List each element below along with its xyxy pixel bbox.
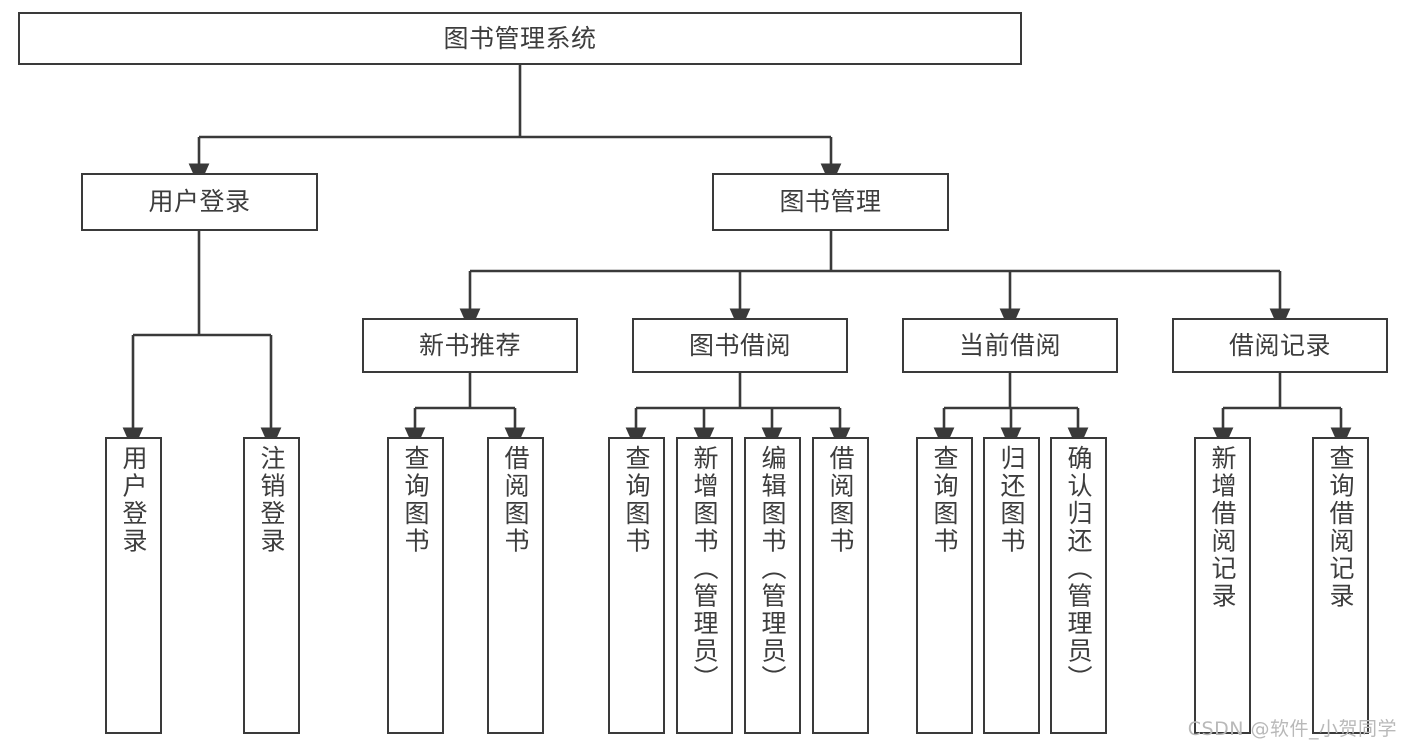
node-label: 注销登录 xyxy=(257,445,286,555)
node-label: 图书管理 xyxy=(779,187,882,216)
node-label: 查询图书 xyxy=(930,445,959,555)
node-root-system[interactable]: 图书管理系统 xyxy=(18,12,1022,65)
node-label: 用户登录 xyxy=(148,187,251,216)
node-new-book-recommend[interactable]: 新书推荐 xyxy=(362,318,578,373)
node-label: 借阅图书 xyxy=(826,445,855,555)
node-label: 图书借阅 xyxy=(688,330,791,360)
node-label: 查询图书 xyxy=(401,445,430,555)
leaf-user-login-logout[interactable]: 注销登录 xyxy=(243,437,300,734)
node-label: 用户登录 xyxy=(119,445,148,555)
node-label: 归还图书 xyxy=(997,445,1026,555)
node-book-borrow[interactable]: 图书借阅 xyxy=(632,318,848,373)
node-book-management[interactable]: 图书管理 xyxy=(712,173,949,231)
node-label: 图书管理系统 xyxy=(443,23,597,53)
node-user-login[interactable]: 用户登录 xyxy=(81,173,318,231)
node-label: 编辑图书（管理员） xyxy=(758,445,787,693)
node-label: 确认归还（管理员） xyxy=(1064,445,1093,693)
leaf-book-borrow-query[interactable]: 查询图书 xyxy=(608,437,665,734)
node-label: 借阅图书 xyxy=(501,445,530,555)
leaf-borrow-record-add[interactable]: 新增借阅记录 xyxy=(1194,437,1251,734)
node-borrow-record[interactable]: 借阅记录 xyxy=(1172,318,1388,373)
node-label: 新增借阅记录 xyxy=(1208,445,1237,610)
leaf-book-borrow-edit[interactable]: 编辑图书（管理员） xyxy=(744,437,801,734)
node-label: 新增图书（管理员） xyxy=(690,445,719,693)
leaf-new-book-borrow[interactable]: 借阅图书 xyxy=(487,437,544,734)
leaf-book-borrow-add[interactable]: 新增图书（管理员） xyxy=(676,437,733,734)
leaf-new-book-query[interactable]: 查询图书 xyxy=(387,437,444,734)
csdn-watermark: CSDN @软件_小贺同学 xyxy=(1187,718,1397,740)
leaf-current-borrow-confirm-return[interactable]: 确认归还（管理员） xyxy=(1050,437,1107,734)
node-label: 查询图书 xyxy=(622,445,651,555)
leaf-user-login-login[interactable]: 用户登录 xyxy=(105,437,162,734)
node-label: 借阅记录 xyxy=(1228,330,1331,360)
node-label: 查询借阅记录 xyxy=(1326,445,1355,610)
node-label: 新书推荐 xyxy=(418,330,521,360)
leaf-current-borrow-return[interactable]: 归还图书 xyxy=(983,437,1040,734)
leaf-borrow-record-query[interactable]: 查询借阅记录 xyxy=(1312,437,1369,734)
leaf-current-borrow-query[interactable]: 查询图书 xyxy=(916,437,973,734)
node-label: 当前借阅 xyxy=(958,330,1061,360)
node-current-borrow[interactable]: 当前借阅 xyxy=(902,318,1118,373)
leaf-book-borrow-borrow[interactable]: 借阅图书 xyxy=(812,437,869,734)
